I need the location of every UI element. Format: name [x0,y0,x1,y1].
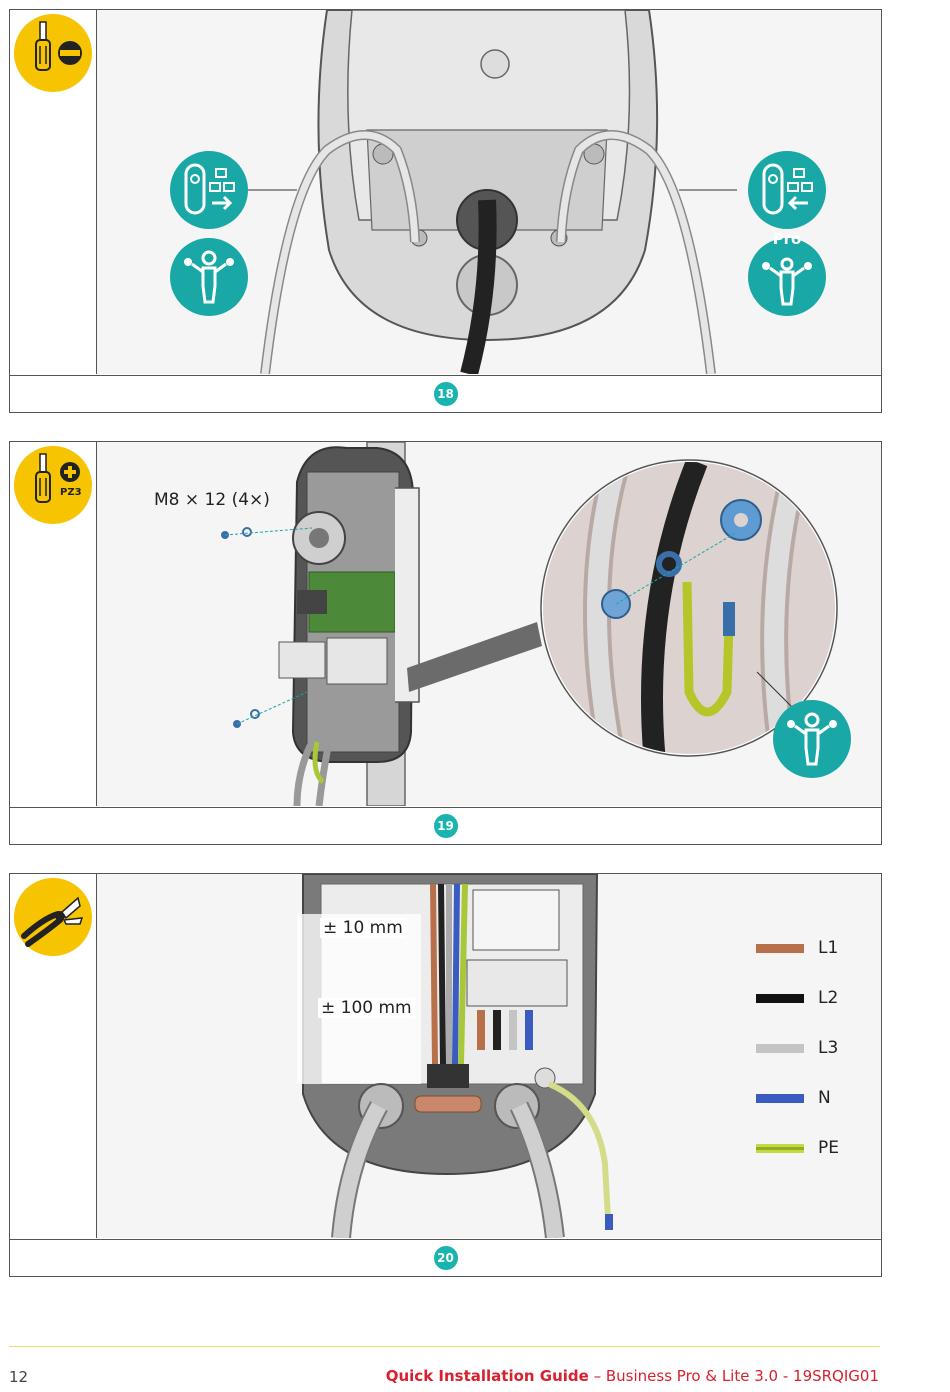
step-19-illustration: M8 × 12 (4×) [97,442,881,806]
person-icon [170,238,248,316]
wall-mount-config-reverse-icon [748,151,826,229]
screwdriver-flat-icon [14,14,92,92]
wire-legend-l2: L2 [756,988,838,1008]
person-icon [773,700,851,778]
page-number: 12 [9,1368,29,1386]
step-footer: 18 [10,375,881,412]
strip-length-long: ± 100 mm [318,998,415,1018]
pz3-label: PZ3 [60,487,82,498]
tool-column [10,10,97,374]
pro-badge-text: Pro [772,230,802,248]
pro-person-icon: Pro [748,230,826,316]
step-20-illustration: ± 10 mm ± 100 mm L1 L2 L3 N PE [97,874,881,1238]
step-number-badge: 20 [433,1246,458,1270]
tool-column: PZ3 [10,442,97,806]
legend-swatch [756,1043,804,1053]
legend-swatch [756,943,804,953]
document-title-rest: – Business Pro & Lite 3.0 - 19SRQIG01 [588,1367,879,1385]
legend-label: PE [818,1138,839,1158]
screwdriver-pz3-icon: PZ3 [14,446,92,524]
wire-stripper-icon [14,878,92,956]
step-footer: 20 [10,1239,881,1276]
wire-legend-l3: L3 [756,1038,838,1058]
step-number-badge: 18 [433,382,458,406]
legend-swatch [756,1093,804,1103]
wall-mount-config-icon [170,151,248,229]
strip-length-short: ± 10 mm [320,918,406,938]
legend-label: L3 [818,1038,839,1058]
step-20-panel: ± 10 mm ± 100 mm L1 L2 L3 N PE 20 [9,873,882,1277]
document-title-bold: Quick Installation Guide [385,1367,589,1385]
step-19-panel: PZ3 [9,441,882,845]
document-title: Quick Installation Guide – Business Pro … [386,1367,879,1385]
step-footer: 19 [10,807,881,844]
screw-size-label: M8 × 12 (4×) [154,490,270,510]
wire-legend-pe: PE [756,1138,839,1158]
tool-column [10,874,97,1238]
legend-label: N [818,1088,831,1108]
step-18-illustration: Pro [97,10,881,374]
wire-legend-l1: L1 [756,938,838,958]
legend-swatch [756,1143,804,1153]
step-number-badge: 19 [433,814,458,838]
footer-divider [9,1346,880,1347]
step-18-panel: Pro 18 [9,9,882,413]
legend-label: L1 [818,938,839,958]
legend-label: L2 [818,988,839,1008]
legend-swatch [756,993,804,1003]
wire-legend-n: N [756,1088,831,1108]
